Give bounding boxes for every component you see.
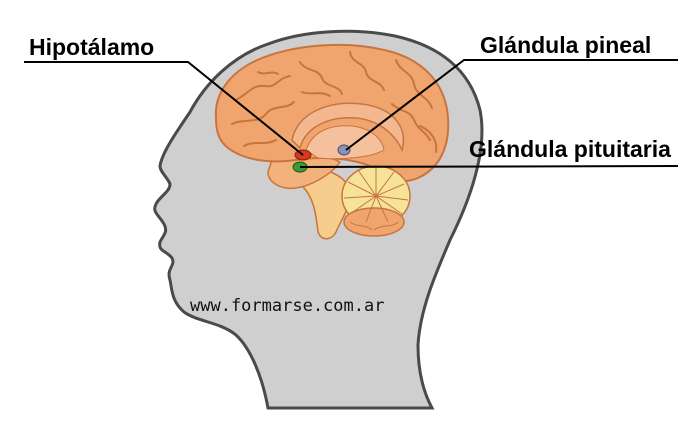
cerebellum — [341, 165, 411, 237]
corpus-callosum — [291, 102, 405, 153]
pituitary-leader — [299, 165, 679, 168]
brain-gyri — [231, 51, 438, 153]
thalamus — [305, 125, 385, 160]
label-pituitary-gland: Glándula pituitaria — [469, 136, 671, 162]
label-pineal-gland: Glándula pineal — [480, 32, 652, 58]
hypothalamus-leader — [24, 61, 304, 156]
pineal-leader — [345, 59, 678, 151]
watermark-url: www.formarse.com.ar — [190, 296, 385, 316]
label-hypothalamus: Hipotálamo — [29, 34, 155, 60]
pineal-region — [337, 144, 351, 156]
